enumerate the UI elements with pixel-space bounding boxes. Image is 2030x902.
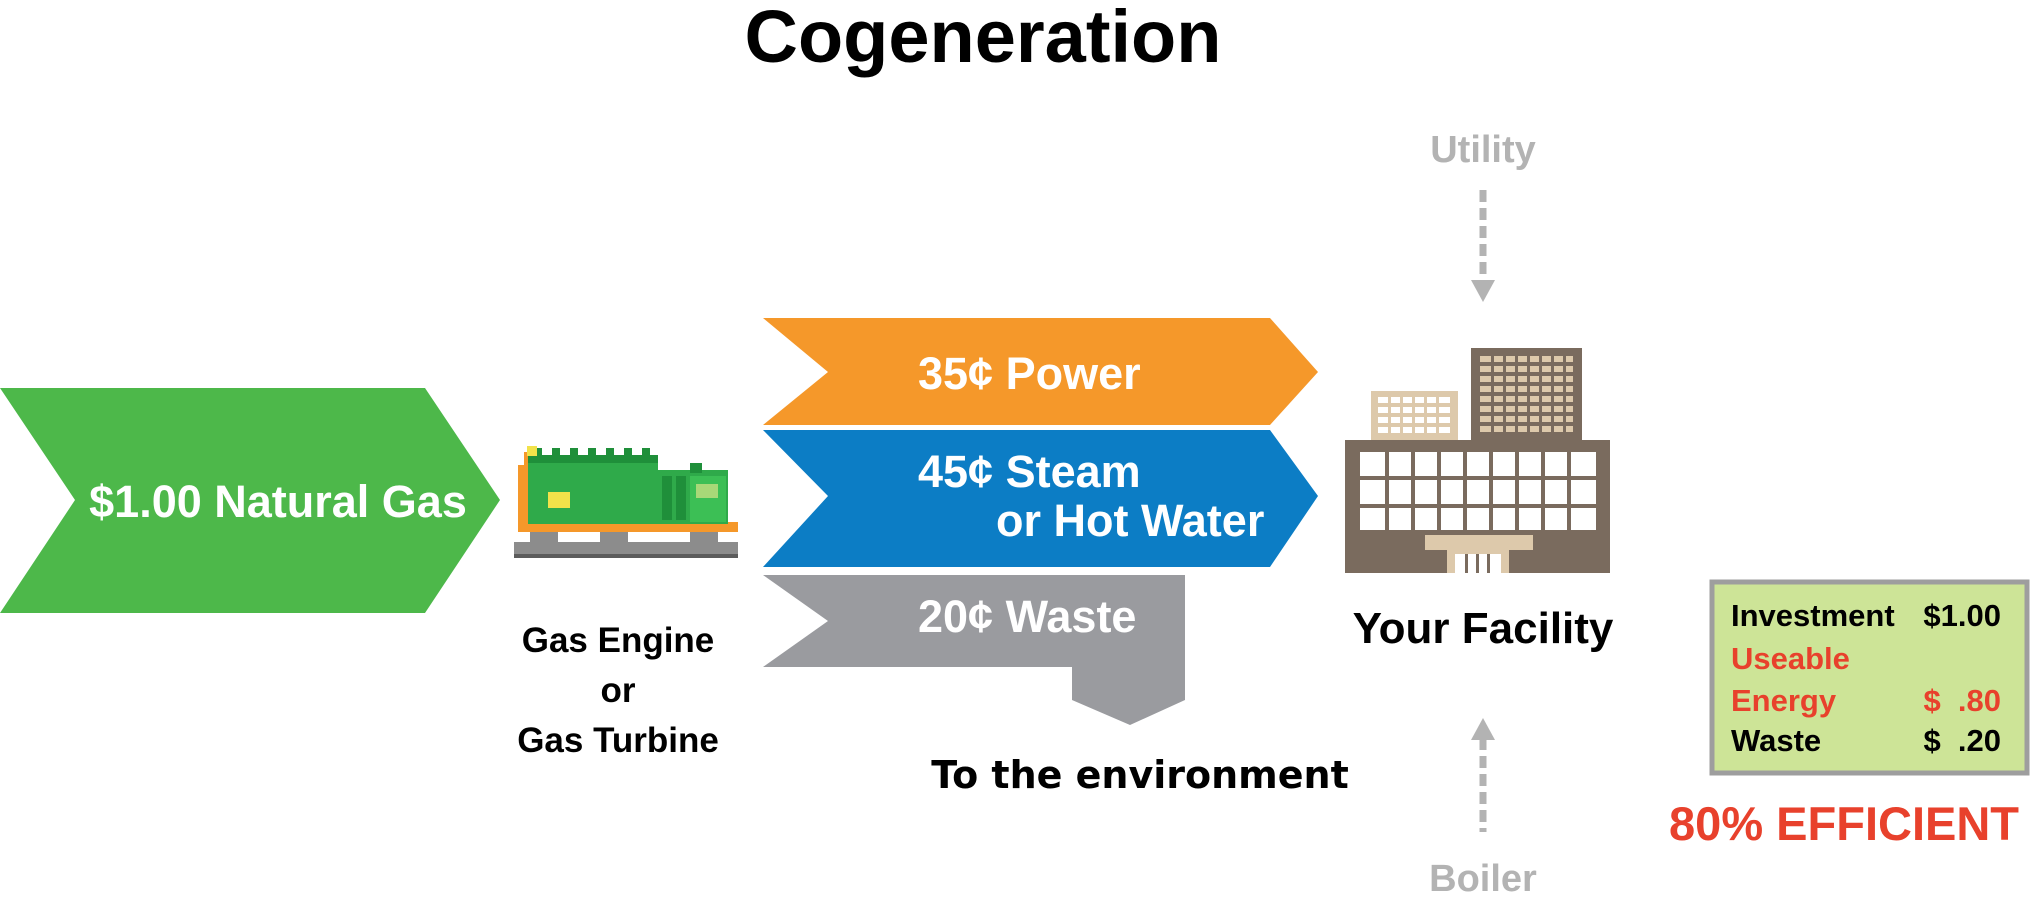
useable-label-line1: Useable — [1731, 641, 1850, 676]
boiler-arrow — [1471, 718, 1495, 832]
useable-value: $ .80 — [1923, 683, 2001, 718]
environment-label: To the environment — [931, 753, 1349, 797]
summary-box: Investment $1.00 Useable Energy $ .80 Wa… — [1709, 579, 2030, 776]
investment-label: Investment — [1731, 598, 1895, 633]
waste-summary-value: $ .20 — [1923, 723, 2001, 758]
generator-label-line1: Gas Engine — [522, 621, 715, 660]
power-label: 35¢ Power — [918, 348, 1141, 399]
waste-summary-label: Waste — [1731, 723, 1821, 758]
facility-building-icon — [1345, 348, 1610, 573]
facility-label: Your Facility — [1353, 604, 1614, 653]
power-arrow: 35¢ Power — [763, 318, 1318, 425]
waste-arrow: 20¢ Waste — [763, 575, 1185, 725]
useable-label-line2: Energy — [1731, 683, 1837, 718]
diagram-title: Cogeneration — [745, 0, 1222, 78]
utility-arrow — [1471, 190, 1495, 302]
natural-gas-label: $1.00 Natural Gas — [89, 476, 467, 527]
efficiency-label: 80% EFFICIENT — [1669, 797, 2019, 850]
steam-label-line2: or Hot Water — [996, 495, 1264, 546]
boiler-label: Boiler — [1429, 858, 1537, 900]
generator-label-line3: Gas Turbine — [517, 721, 719, 760]
steam-arrow: 45¢ Steam or Hot Water — [763, 430, 1318, 567]
generator-icon — [514, 446, 738, 558]
steam-label-line1: 45¢ Steam — [918, 446, 1141, 497]
investment-value: $1.00 — [1923, 598, 2001, 633]
waste-label: 20¢ Waste — [918, 591, 1136, 642]
utility-label: Utility — [1430, 129, 1536, 171]
natural-gas-arrow: $1.00 Natural Gas — [0, 388, 500, 613]
generator-label: Gas Engine or Gas Turbine — [517, 621, 719, 760]
generator-label-line2: or — [601, 671, 636, 710]
